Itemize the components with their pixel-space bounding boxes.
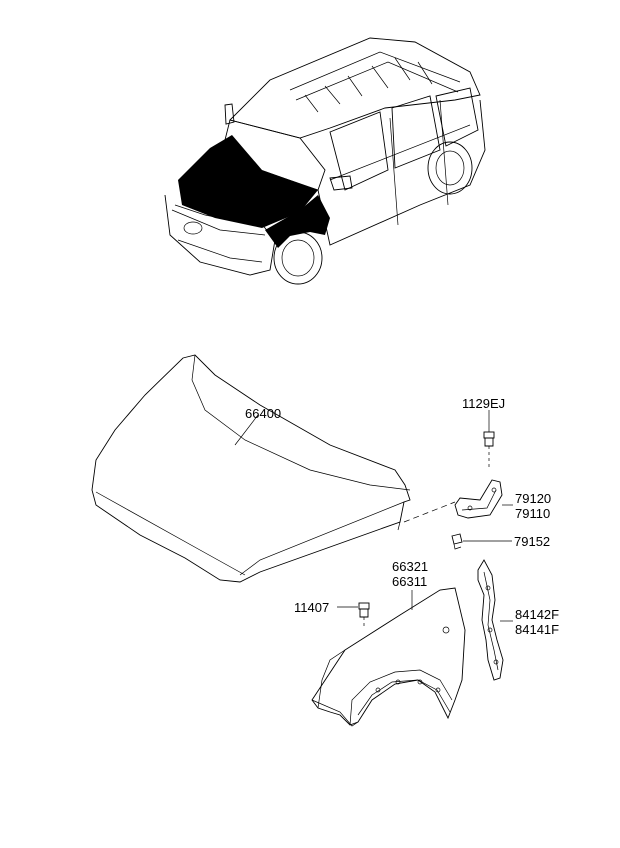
fender-bracket-part-number-2: 84141F <box>515 622 559 637</box>
fender-part-number-1: 66321 <box>392 559 428 574</box>
hinge-bolt-part-number: 1129EJ <box>462 396 505 411</box>
hinge-part-number-2: 79110 <box>515 506 550 521</box>
fender-bolt-icon <box>358 602 370 628</box>
hood-part-number: 66400 <box>245 406 281 421</box>
hinge-nut-icon <box>451 533 463 550</box>
hinge-part-number-1: 79120 <box>515 491 551 506</box>
hinge-icon <box>454 479 503 519</box>
hood-highlight <box>178 135 318 228</box>
hinge-nut-part-number: 79152 <box>514 534 550 549</box>
vehicle-illustration <box>164 37 486 285</box>
fender-highlight <box>265 195 330 248</box>
hinge-bolt-icon <box>483 431 495 468</box>
fender-bracket-part-number-1: 84142F <box>515 607 559 622</box>
fender-part-number-2: 66311 <box>392 574 427 589</box>
hood-leader-line <box>234 414 259 446</box>
fender-bolt-part-number: 11407 <box>294 600 329 615</box>
fender-part <box>311 587 466 727</box>
hood-part <box>91 354 456 583</box>
fender-bracket-icon <box>477 559 504 681</box>
